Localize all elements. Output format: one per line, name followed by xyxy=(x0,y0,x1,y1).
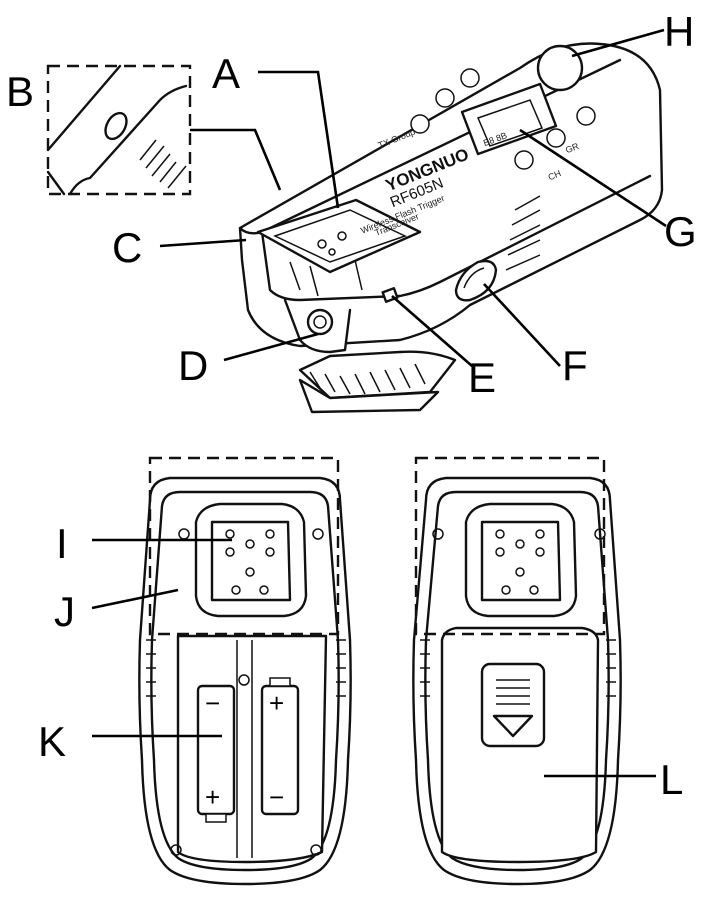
leader-e xyxy=(391,295,473,367)
label-g: G xyxy=(664,208,697,255)
label-l: L xyxy=(660,756,683,803)
label-f: F xyxy=(562,342,588,389)
label-a: A xyxy=(212,50,240,97)
leader-a xyxy=(258,70,340,209)
leader-j xyxy=(91,588,179,610)
leader-d xyxy=(223,332,319,362)
label-j: J xyxy=(54,588,75,635)
leader-f xyxy=(483,283,561,367)
battery-right-plus: + xyxy=(269,688,284,718)
device-back-closed xyxy=(412,456,622,886)
battery-right-minus: − xyxy=(269,782,284,812)
leader-c xyxy=(159,238,247,248)
device-top-view: B8 8B YONGNUO RF605N Wireless Flash Trig… xyxy=(238,42,664,414)
leader-h xyxy=(571,28,665,58)
label-h: H xyxy=(664,8,694,55)
label-e: E xyxy=(468,354,496,401)
button-label-gr: GR xyxy=(564,141,581,156)
label-k: K xyxy=(38,718,66,765)
label-i: I xyxy=(56,520,68,567)
device-back-open: − + + − xyxy=(138,456,352,886)
leader-b xyxy=(190,128,282,191)
leader-lines xyxy=(91,28,667,778)
callout-labels: A B C D E F G H I J K L xyxy=(6,8,697,803)
label-d: D xyxy=(178,342,208,389)
label-c: C xyxy=(112,224,142,271)
leader-g xyxy=(519,128,667,228)
battery-left-plus: + xyxy=(205,782,220,812)
label-b: B xyxy=(6,68,34,115)
button-label-ch: CH xyxy=(547,168,563,182)
battery-left-minus: − xyxy=(205,688,220,718)
inset-detail-b xyxy=(46,64,192,196)
